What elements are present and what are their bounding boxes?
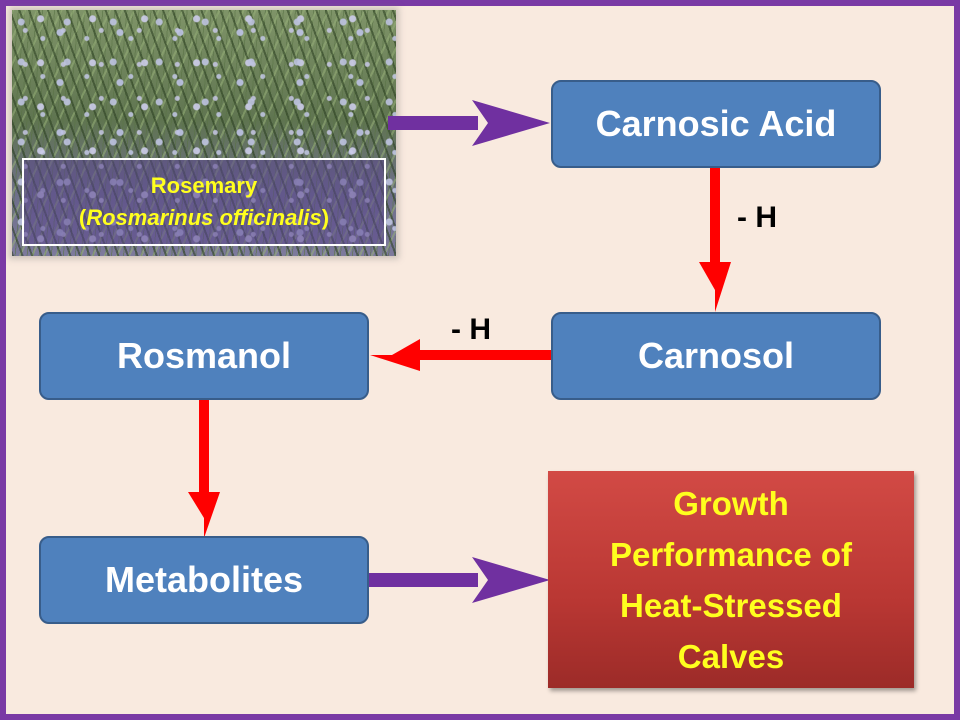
node-rosmanol: Rosmanol — [39, 312, 369, 400]
arrow-rosmanol-to-metabolites — [188, 400, 220, 538]
node-carnosol: Carnosol — [551, 312, 881, 400]
edge-label-minus-h-2: - H — [451, 313, 491, 346]
node-outcome-line-3: Heat-Stressed — [620, 586, 842, 624]
arrow-photo-to-carnosic-acid — [388, 100, 550, 146]
arrow-carnosic-acid-to-carnosol — [699, 168, 731, 312]
node-metabolites-label: Metabolites — [104, 559, 304, 600]
rosemary-scientific-name-line: (Rosmarinus officinalis) — [78, 205, 330, 230]
arrow-carnosol-to-rosmanol — [370, 339, 552, 371]
node-metabolites: Metabolites — [39, 536, 369, 624]
node-outcome-line-2: Performance of — [609, 535, 853, 573]
node-carnosol-label: Carnosol — [637, 335, 795, 376]
node-outcome: Growth Performance of Heat-Stressed Calv… — [548, 471, 914, 688]
node-rosmanol-label: Rosmanol — [116, 335, 292, 376]
rosemary-name: Rosemary — [150, 173, 258, 198]
arrow-metabolites-to-outcome — [368, 557, 550, 603]
node-carnosic-acid: Carnosic Acid — [551, 80, 881, 168]
node-outcome-line-1: Growth — [673, 484, 789, 522]
node-outcome-text: Growth Performance of Heat-Stressed Calv… — [610, 478, 852, 682]
node-outcome-line-4: Calves — [677, 637, 785, 675]
edge-label-minus-h-1: - H — [737, 201, 777, 234]
rosemary-scientific-name: Rosmarinus officinalis — [86, 205, 322, 230]
node-carnosic-acid-label: Carnosic Acid — [595, 103, 837, 144]
rosemary-caption: Rosemary (Rosmarinus officinalis) — [22, 158, 386, 246]
